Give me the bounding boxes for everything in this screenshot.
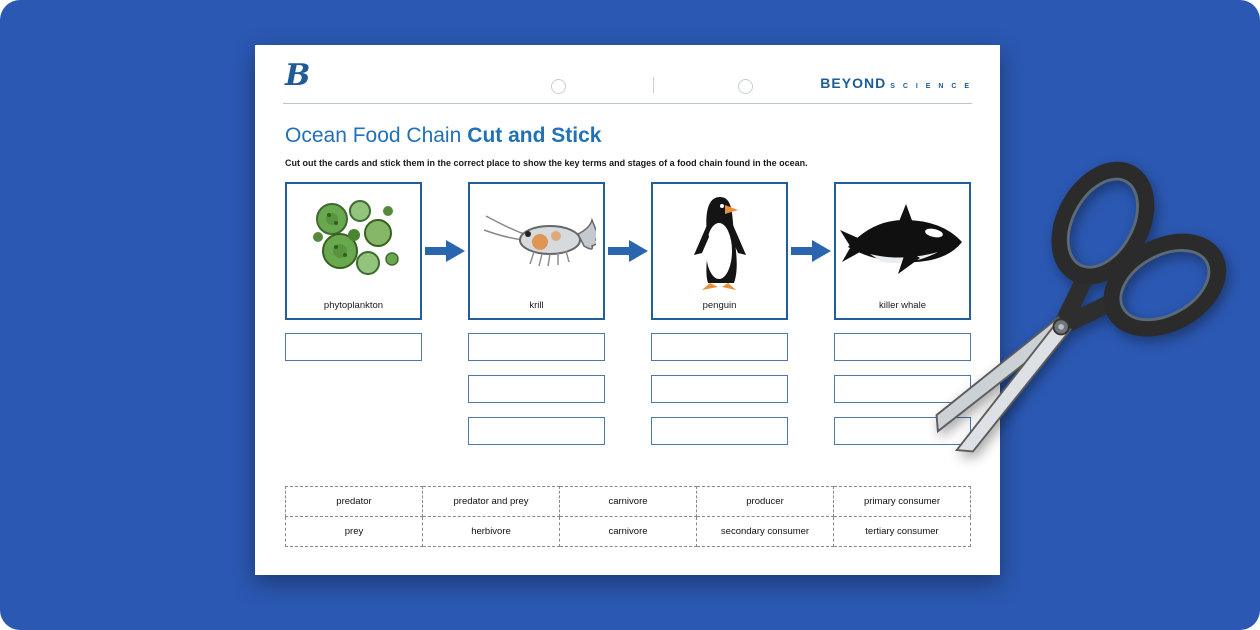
word-bank-row: predator predator and prey carnivore pro…	[285, 486, 971, 517]
phytoplankton-icon	[287, 184, 420, 298]
word-card: predator	[285, 486, 423, 517]
answer-slot	[651, 375, 788, 403]
card-label: krill	[529, 300, 544, 311]
word-card: producer	[696, 486, 834, 517]
answer-slot	[834, 375, 971, 403]
chain-card-krill: krill	[468, 182, 605, 320]
answer-slot	[651, 417, 788, 445]
word-bank-row: prey herbivore carnivore secondary consu…	[285, 516, 971, 547]
word-card: carnivore	[559, 486, 697, 517]
food-chain-row: phytoplankton	[285, 182, 972, 320]
krill-icon	[470, 184, 603, 298]
answer-slot	[834, 417, 971, 445]
card-label: phytoplankton	[323, 300, 384, 311]
answer-slot	[651, 333, 788, 361]
chain-card-phytoplankton: phytoplankton	[285, 182, 422, 320]
header-rule	[283, 103, 972, 104]
answer-slot	[468, 375, 605, 403]
answer-slot	[834, 333, 971, 361]
word-bank: predator predator and prey carnivore pro…	[285, 486, 971, 547]
brand-name: BEYOND	[820, 75, 887, 91]
chain-arrow-icon	[605, 182, 651, 320]
chain-arrow-icon	[422, 182, 468, 320]
card-label: killer whale	[879, 300, 926, 311]
word-card: herbivore	[422, 516, 560, 547]
chain-card-penguin: penguin	[651, 182, 788, 320]
killer-whale-icon	[836, 184, 969, 298]
brand-subject: S C I E N C E	[890, 83, 972, 90]
brand-logo-icon: B	[285, 58, 311, 93]
answer-column-phytoplankton	[285, 333, 422, 445]
word-card: carnivore	[559, 516, 697, 547]
punch-hole-right-icon	[738, 79, 753, 94]
chain-arrow-icon	[788, 182, 834, 320]
penguin-icon	[653, 184, 786, 298]
answer-slots-area	[285, 333, 972, 445]
title-bold: Cut and Stick	[467, 124, 602, 147]
instructions-text: Cut out the cards and stick them in the …	[285, 158, 808, 168]
word-card: secondary consumer	[696, 516, 834, 547]
answer-slot	[468, 333, 605, 361]
word-card: predator and prey	[422, 486, 560, 517]
card-label: penguin	[702, 300, 737, 311]
word-card: prey	[285, 516, 423, 547]
punch-hole-left-icon	[551, 79, 566, 94]
answer-slot	[468, 417, 605, 445]
answer-column-killer-whale	[834, 333, 971, 445]
chain-card-killer-whale: killer whale	[834, 182, 971, 320]
title-regular: Ocean Food Chain	[285, 124, 462, 147]
word-card: tertiary consumer	[833, 516, 971, 547]
word-card: primary consumer	[833, 486, 971, 517]
answer-slot	[285, 333, 422, 361]
answer-column-penguin	[651, 333, 788, 445]
punch-divider	[653, 77, 654, 93]
answer-column-krill	[468, 333, 605, 445]
